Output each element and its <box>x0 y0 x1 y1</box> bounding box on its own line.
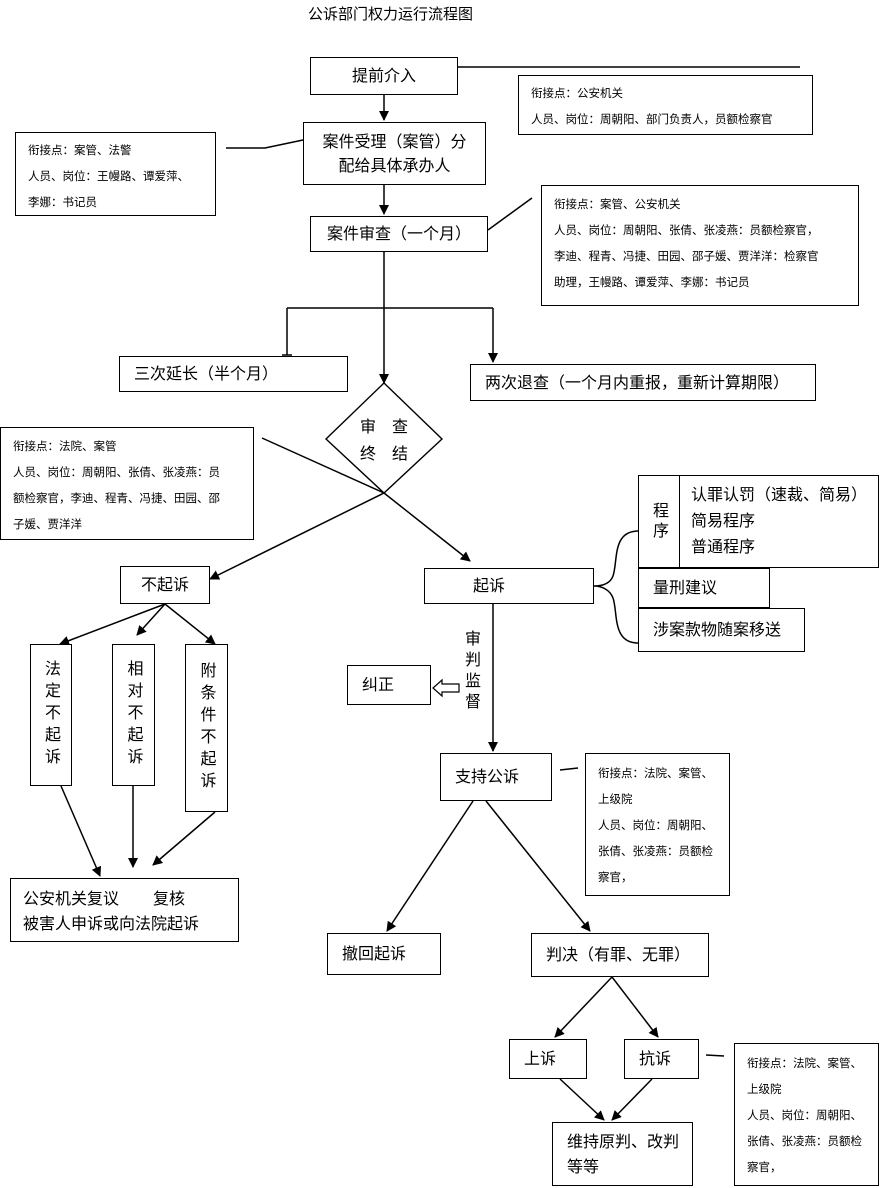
node-panjue-label: 判决（有罪、无罪） <box>546 945 691 964</box>
node-kangsu-label: 抗诉 <box>639 1049 672 1068</box>
node-putong-label: 普通程序 <box>691 537 756 556</box>
note-shencha: 衔接点：案管、公安机关 人员、岗位：周朝阳、张倩、张凌燕：员额检察官， 李迪、程… <box>541 185 859 306</box>
node-shensu-label: 被害人申诉或向法院起诉 <box>23 914 200 933</box>
node-shouli: 案件受理（案管）分 配给具体承办人 <box>303 122 486 185</box>
node-shencha: 案件审查（一个月） <box>310 216 488 252</box>
arrow-fading-fuyi <box>60 785 102 877</box>
node-futiaojian: 附条件不起诉 <box>185 644 228 812</box>
node-jiuzheng-label: 纠正 <box>362 675 395 694</box>
node-yanchang-label: 三次延长（半个月） <box>134 364 279 383</box>
note-kangsu: 衔接点：法院、案管、 上级院 人员、岗位：周朝阳、 张倩、张凌燕：员额检 察官， <box>734 1043 879 1186</box>
arrow-buqisu-xiangdui <box>136 603 166 636</box>
diamond-shape <box>324 382 444 494</box>
node-chengxu-label: 程序 <box>650 501 669 542</box>
page-title: 公诉部门权力运行流程图 <box>308 5 474 23</box>
node-panjue: 判决（有罪、无罪） <box>531 933 709 977</box>
leader-n2 <box>226 139 304 149</box>
node-qisu-label: 起诉 <box>473 576 506 595</box>
node-fuyi-label: 公安机关复议 <box>23 889 120 908</box>
node-tiqian: 提前介入 <box>310 57 458 95</box>
label-shenpan: 审判监督 <box>458 630 484 718</box>
node-buqisu: 不起诉 <box>120 566 210 604</box>
arrow-panjue-shangsu <box>554 976 613 1038</box>
leader-n3 <box>487 197 533 231</box>
arrow-futiaojian-fuyi <box>152 811 216 866</box>
note-zhongjie: 衔接点：法院、案管 人员、岗位：周朝阳、张倩、张凌燕：员 额检察官，李迪、程青、… <box>0 427 254 540</box>
node-shangsu: 上诉 <box>509 1039 587 1079</box>
node-tuicha-label: 两次退查（一个月内重报，重新计算期限） <box>485 372 790 392</box>
node-jiuzheng: 纠正 <box>347 665 431 705</box>
node-chengxu-group: 程序 认罪认罚（速裁、简易） 简易程序 普通程序 <box>638 475 879 568</box>
note-shouli: 衔接点：案管、法警 人员、岗位：王幔路、谭爱萍、 李娜：书记员 <box>15 132 216 216</box>
node-fading-label: 法定不起诉 <box>42 660 61 770</box>
node-shencha-label: 案件审查（一个月） <box>326 224 471 243</box>
node-weichi-line2: 等等 <box>567 1157 600 1176</box>
leader-n4 <box>261 437 385 494</box>
diamond-line2: 终 结 <box>359 444 408 463</box>
hollow-arrow-jiuzheng <box>432 678 460 698</box>
note-zhichi: 衔接点：法院、案管、 上级院 人员、岗位：周朝阳、 张倩、张凌燕：员额检 察官， <box>585 753 730 896</box>
arrow-diamond-buqisu <box>209 492 385 580</box>
node-fuhe-label: 复核 <box>153 889 186 908</box>
arrow-zhichi-panjue <box>485 800 591 932</box>
arrow-buqisu-fading <box>59 603 166 646</box>
node-kangsu: 抗诉 <box>624 1039 699 1079</box>
node-futiaojian-label: 附条件不起诉 <box>197 662 217 794</box>
arrow-panjue-kangsu <box>611 976 659 1038</box>
node-tuicha: 两次退查（一个月内重报，重新计算期限） <box>470 364 816 401</box>
node-yanchang: 三次延长（半个月） <box>119 356 348 392</box>
diamond-label: 审 查 终 结 <box>344 413 424 467</box>
node-xiangdui: 相对不起诉 <box>112 644 155 786</box>
node-shangsu-label: 上诉 <box>524 1049 557 1068</box>
node-weichi: 维持原判、改判 等等 <box>552 1122 693 1186</box>
node-xiangdui-label: 相对不起诉 <box>124 660 144 770</box>
node-zhichi-label: 支持公诉 <box>455 767 520 786</box>
node-jianyi-label: 简易程序 <box>691 511 756 530</box>
brace-qisu <box>593 530 639 644</box>
node-fading: 法定不起诉 <box>30 644 72 786</box>
node-shean-label: 涉案款物随案移送 <box>653 620 782 639</box>
note-tiqian: 衔接点：公安机关 人员、岗位：周朝阳、部门负责人，员额检察官 <box>518 75 813 135</box>
node-zhichi: 支持公诉 <box>440 753 552 801</box>
node-qisu: 起诉 <box>424 568 594 604</box>
leader-n5 <box>559 767 579 771</box>
node-buqisu-label: 不起诉 <box>140 575 189 594</box>
node-shouli-line1: 案件受理（案管）分 <box>322 131 467 151</box>
node-renzui-label: 认罪认罚（速裁、简易） <box>691 485 868 504</box>
node-fuyi: 公安机关复议 复核 被害人申诉或向法院起诉 <box>10 878 239 942</box>
node-shean: 涉案款物随案移送 <box>638 608 805 652</box>
arrow-buqisu-futiaojian <box>164 603 216 645</box>
arrow-diamond-qisu <box>383 492 471 562</box>
node-chehui: 撤回起诉 <box>327 933 441 975</box>
node-liangxing: 量刑建议 <box>638 568 770 608</box>
node-chehui-label: 撤回起诉 <box>342 944 407 963</box>
leader-n6 <box>705 1054 725 1057</box>
node-liangxing-label: 量刑建议 <box>653 578 718 597</box>
arrow-zhichi-chehui <box>386 800 474 932</box>
label-shenpan-text: 审判监督 <box>462 630 481 714</box>
arrow-kangsu-weichi <box>611 1078 653 1121</box>
diamond-line1: 审 查 <box>359 417 408 436</box>
node-tiqian-label: 提前介入 <box>351 66 416 85</box>
node-weichi-line1: 维持原判、改判 <box>567 1132 680 1151</box>
node-shouli-line2: 配给具体承办人 <box>338 155 451 175</box>
node-chengxu-cell: 程序 <box>639 476 680 567</box>
arrow-shangsu-weichi <box>559 1078 605 1121</box>
